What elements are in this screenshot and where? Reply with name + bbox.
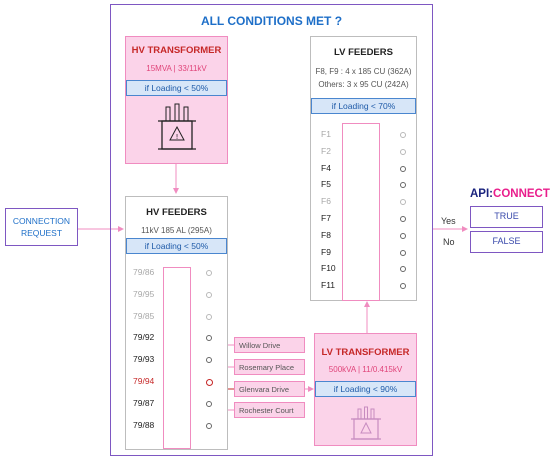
hv-feeder-label: 79/86 [133, 267, 155, 277]
hv-feeder-label: 79/93 [133, 354, 155, 365]
lv-feeders-spec-2: Others: 3 x 95 CU (242A) [318, 80, 409, 89]
lv-feeder-switch-icon [400, 283, 406, 290]
api-suffix: CONNECT [493, 188, 550, 200]
lv-busbar [342, 123, 380, 301]
lv-feeder-label: F10 [321, 263, 336, 274]
hv-feeders-box: HV FEEDERS 11kV 185 AL (295A) if Loading… [125, 196, 228, 450]
hv-feeder-switch-icon [206, 270, 212, 276]
lv-feeder-switch-icon [400, 216, 406, 222]
hv-transformer-condition: if Loading < 50% [126, 80, 227, 96]
lv-feeder-label: F2 [321, 145, 331, 156]
hv-feeders-spec: 11kV 185 AL (295A) [141, 226, 212, 235]
hv-feeder-label: 79/88 [133, 419, 155, 430]
svg-text:!: ! [176, 133, 179, 141]
street-label: Willow Drive [234, 337, 305, 353]
transformer-icon: ! [158, 103, 196, 150]
hv-transformer-box: HV TRANSFORMER 15MVA | 33/11kV if Loadin… [125, 36, 228, 164]
transformer-icon [351, 406, 381, 440]
hv-feeder-label: 79/95 [133, 288, 155, 299]
lv-transformer-box: LV TRANSFORMER 500kVA | 11/0.415kV if Lo… [314, 333, 417, 446]
hv-feeder-switch-icon [206, 379, 213, 386]
api-prefix: API [470, 188, 490, 200]
street-label: Rosemary Place [234, 359, 305, 375]
lv-feeder-switch-icon [400, 148, 406, 155]
lv-feeder-switch-icon [400, 249, 406, 256]
lv-feeder-label: F6 [321, 196, 331, 207]
hv-feeder-switch-icon [206, 291, 212, 298]
hv-feeders-condition: if Loading < 50% [126, 238, 227, 254]
lv-feeder-switch-icon [400, 199, 406, 206]
lv-feeder-label: F11 [321, 280, 336, 291]
hv-feeder-label: 79/94 [133, 376, 155, 386]
lv-feeder-switch-icon [400, 182, 406, 189]
api-false-box: FALSE [470, 231, 543, 253]
lv-transformer-condition: if Loading < 90% [315, 381, 416, 397]
hv-busbar [163, 267, 191, 449]
street-label: Rochester Court [234, 402, 305, 418]
conditions-frame [110, 4, 433, 456]
lv-transformer-spec: 500kVA | 11/0.415kV [328, 365, 403, 374]
lv-feeder-switch-icon [400, 165, 406, 172]
lv-feeder-label: F4 [321, 162, 331, 173]
lv-feeder-switch-icon [400, 266, 406, 273]
connection-request-box: CONNECTION REQUEST [5, 208, 78, 246]
lv-feeder-label: F1 [321, 129, 331, 139]
hv-feeder-switch-icon [206, 400, 212, 407]
lv-feeders-title: LV FEEDERS [334, 47, 393, 58]
hv-feeder-switch-icon [206, 313, 212, 320]
hv-feeder-label: 79/87 [133, 397, 155, 408]
lv-feeder-switch-icon [400, 132, 406, 138]
lv-feeders-condition: if Loading < 70% [311, 98, 416, 114]
lv-feeder-label: F8 [321, 229, 331, 240]
lv-feeder-label: F5 [321, 179, 331, 190]
diagram-title: ALL CONDITIONS MET ? [200, 14, 343, 28]
hv-feeder-switch-icon [206, 335, 212, 342]
hv-feeders-title: HV FEEDERS [146, 207, 207, 218]
lv-feeder-label: F9 [321, 246, 331, 257]
lv-feeder-label: F7 [321, 213, 331, 223]
hv-feeder-switch-icon [206, 357, 212, 364]
yes-label: Yes [441, 216, 456, 226]
hv-transformer-spec: 15MVA | 33/11kV [146, 64, 207, 73]
hv-feeder-switch-icon [206, 422, 212, 429]
no-label: No [443, 237, 455, 247]
api-connect-title: API:CONNECT [470, 188, 550, 200]
lv-feeder-switch-icon [400, 232, 406, 239]
hv-transformer-title: HV TRANSFORMER [131, 45, 222, 56]
lv-feeders-box: LV FEEDERS F8, F9 : 4 x 185 CU (362A) Ot… [310, 36, 417, 301]
lv-transformer-title: LV TRANSFORMER [321, 347, 410, 358]
api-separator: : [489, 188, 494, 200]
hv-feeder-label: 79/92 [133, 332, 155, 343]
hv-feeder-label: 79/85 [133, 310, 155, 321]
lv-feeders-spec-1: F8, F9 : 4 x 185 CU (362A) [315, 67, 412, 76]
street-label: Glenvara Drive [234, 381, 305, 397]
api-true-box: TRUE [470, 206, 543, 228]
